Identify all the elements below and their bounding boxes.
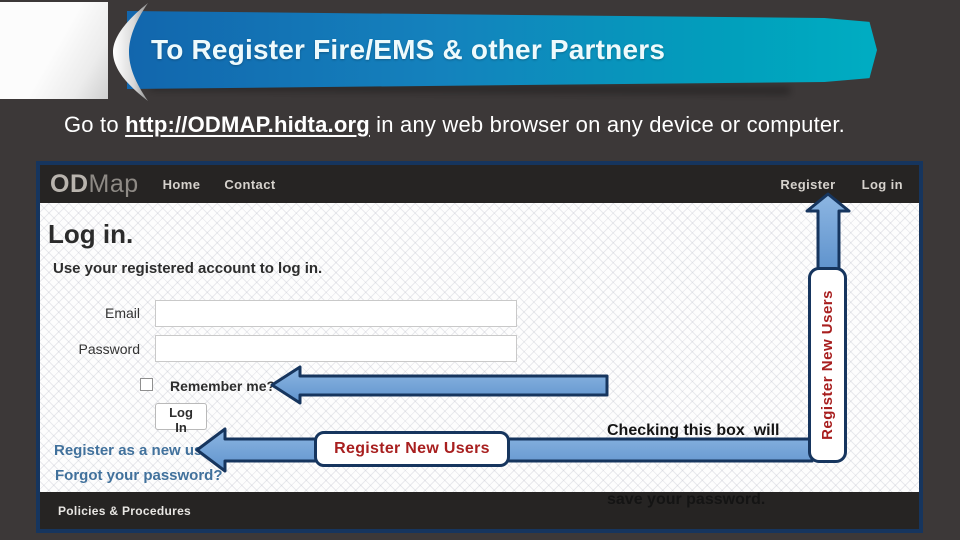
instruction-suffix: in any web browser on any device or comp… [369,112,845,137]
slide-title: To Register Fire/EMS & other Partners [151,34,666,65]
nav-register[interactable]: Register [780,176,836,192]
logo-bold-part: OD [50,169,89,198]
nav-contact[interactable]: Contact [224,176,276,192]
remember-me-checkbox[interactable] [140,378,153,391]
remember-me-label: Remember me? [170,378,276,394]
login-subheading: Use your registered account to log in. [53,260,323,277]
email-field[interactable] [155,300,517,327]
password-label: Password [78,341,140,357]
instruction-prefix: Go to [64,112,126,137]
register-side-tab-label: Register New Users [819,290,836,440]
site-footer: Policies & Procedures [40,492,919,529]
instruction-line: Go to http://ODMAP.hidta.org in any web … [64,112,845,138]
nav-right-group: Register Log in [780,177,903,192]
forgot-password-link[interactable]: Forgot your password? [55,467,223,484]
email-label: Email [104,305,140,321]
ribbon-curl-decoration [113,3,148,101]
register-callout-box: Register New Users [314,431,510,467]
logo-light-part: Map [88,169,139,198]
site-navbar: ODMap Home Contact Register Log in [40,165,919,203]
browser-screenshot: ODMap Home Contact Register Log in Log i… [36,161,923,533]
odmap-logo: ODMap [50,170,139,199]
login-heading: Log in. [48,219,134,249]
register-callout-label: Register New Users [334,440,490,457]
password-field[interactable] [155,335,517,362]
checkbox-note-line2: save your password. [607,491,766,508]
nav-home[interactable]: Home [162,176,201,192]
login-button[interactable]: Log In [155,403,207,435]
title-ribbon: To Register Fire/EMS & other Partners [127,11,877,89]
register-side-tab: Register New Users [808,267,847,463]
login-page-body: Log in. Use your registered account to l… [40,203,919,492]
policies-procedures-link[interactable]: Policies & Procedures [58,503,192,518]
odmap-url-link: http://ODMAP.hidta.org [125,112,370,137]
register-new-user-link[interactable]: Register as a new user [54,442,217,459]
checkbox-note-line1: Checking this box will [607,422,780,439]
checkbox-note: Checking this box will save your passwor… [607,373,779,540]
nav-login[interactable]: Log in [861,176,903,192]
page-corner-decoration [0,2,108,99]
